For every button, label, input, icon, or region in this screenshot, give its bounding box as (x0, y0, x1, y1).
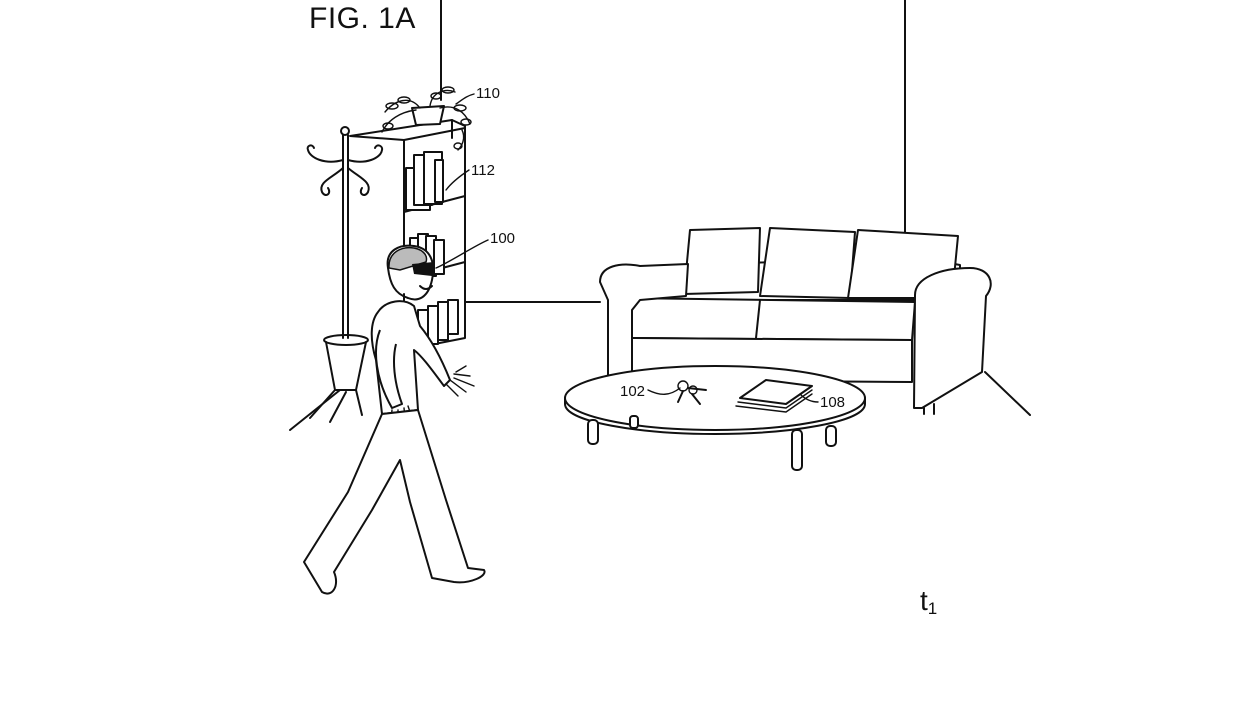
time-label-subscript: 1 (927, 599, 938, 618)
room-walls (289, 0, 1031, 431)
ref-label-110: 110 (476, 85, 500, 102)
sofa (599, 227, 992, 415)
ref-label-102: 102 (620, 383, 645, 400)
headset-user (303, 244, 486, 595)
coffee-table (564, 365, 866, 471)
time-label: t1 (920, 585, 937, 619)
time-label-base: t (920, 585, 928, 616)
reference-leaders (435, 93, 819, 403)
ref-label-112: 112 (471, 162, 495, 179)
keys (677, 380, 707, 405)
plant (381, 86, 472, 151)
ref-label-108: 108 (820, 394, 845, 411)
papers (735, 379, 813, 413)
figure-title: FIG. 1A (309, 2, 416, 35)
ref-label-100: 100 (490, 230, 515, 247)
coat-rack (306, 126, 384, 423)
